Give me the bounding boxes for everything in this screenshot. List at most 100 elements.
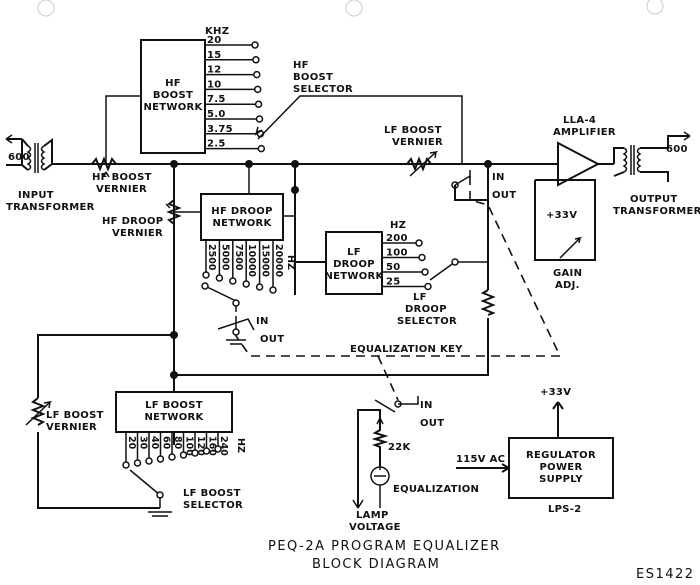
hf-boost-network: HF BOOST NETWORK KHZ 201512107.55.03.752…: [140, 26, 266, 154]
hf-boost-tap-label: 15: [207, 50, 222, 61]
lf-boost-left-vernier: LF BOOST VERNIER: [25, 334, 174, 509]
lf-boost-top-vernier-label-1: LF BOOST: [384, 125, 442, 136]
hf-boost-vernier-label-1: HF BOOST: [92, 172, 152, 183]
hf-droop-unit: HZ: [285, 255, 296, 270]
input-section: 600 INPUT TRANSFORMER: [5, 134, 95, 213]
input-impedance: 600: [8, 152, 30, 163]
lf-boost-tap-terminal[interactable]: [191, 449, 199, 457]
ps-ac-input: 115V AC: [456, 454, 505, 465]
ps-voltage: +33V: [540, 387, 571, 398]
lf-droop-tap-label: 200: [386, 233, 408, 244]
lla4-amplifier: LLA-4 AMPLIFIER +33V GAIN ADJ.: [534, 115, 616, 291]
hf-boost-network-label-2: BOOST: [153, 90, 193, 101]
hf-boost-selector[interactable]: HF BOOST SELECTOR: [254, 60, 463, 164]
ps-model: LPS-2: [548, 504, 582, 515]
hf-droop-tap-label: 2500: [206, 244, 217, 271]
amplifier-gain-1: GAIN: [553, 268, 582, 279]
lf-droop-network-label-2: DROOP: [333, 259, 375, 270]
junction-dots: [170, 160, 492, 379]
hf-boost-tap-terminal[interactable]: [253, 85, 262, 94]
lf-droop-unit: HZ: [390, 220, 406, 231]
amplifier-name-2: AMPLIFIER: [553, 127, 616, 138]
output-label-1: OUTPUT: [630, 194, 678, 205]
lf-boost-vernier-label-2: VERNIER: [46, 422, 97, 433]
lf-droop-tap-terminal[interactable]: [424, 282, 432, 291]
diagram-title: PEQ-2A PROGRAM EQUALIZER: [268, 539, 501, 554]
hf-droop-network-label-2: NETWORK: [212, 218, 272, 229]
hf-boost-tap-terminal[interactable]: [251, 41, 259, 49]
hf-boost-network-label-3: NETWORK: [143, 102, 203, 113]
hf-boost-selector-label-1: HF: [293, 60, 309, 71]
lf-droop-tap-terminal[interactable]: [418, 253, 426, 262]
hf-droop-network-label-1: HF DROOP: [211, 206, 272, 217]
hf-boost-tap-terminal[interactable]: [254, 100, 263, 108]
output-label-2: TRANSFORMER: [613, 206, 700, 217]
lf-boost-tap-terminal[interactable]: [214, 445, 222, 453]
drawing-number: ES1422: [636, 567, 695, 582]
amplifier-gain-2: ADJ.: [555, 280, 580, 291]
lf-boost-unit: HZ: [235, 438, 246, 453]
diagram-subtitle: BLOCK DIAGRAM: [312, 557, 440, 572]
lf-droop-tap-label: 50: [386, 262, 401, 273]
lf-boost-selector-label-1: LF BOOST: [183, 488, 241, 499]
hf-boost-selector-label-2: BOOST: [293, 72, 333, 83]
lf-boost-tap-terminal[interactable]: [156, 455, 165, 463]
eq-switch-in: IN: [420, 400, 433, 411]
hf-boost-tap-terminal[interactable]: [257, 144, 266, 153]
lf-droop-selector-label-2: DROOP: [405, 304, 447, 315]
hf-droop-tap-terminal[interactable]: [255, 283, 264, 291]
lf-boost-network-label-2: NETWORK: [144, 412, 204, 423]
power-supply: +33V REGULATOR POWER SUPPLY 115V AC LPS-…: [456, 387, 614, 515]
binder-holes: [37, 0, 664, 17]
lf-droop-tap-terminal[interactable]: [421, 268, 429, 276]
lf-boost-tap-terminal[interactable]: [168, 453, 176, 461]
hf-droop-tap-label: 15000: [260, 244, 271, 277]
amplifier-supply: +33V: [546, 210, 577, 221]
hf-boost-tap-terminal[interactable]: [255, 115, 264, 123]
equalization-key[interactable]: EQUALIZATION KEY: [235, 176, 562, 401]
lf-boost-tap-terminal[interactable]: [133, 459, 142, 467]
hf-droop-vernier-label-1: HF DROOP: [102, 216, 163, 227]
output-section: 600 OUTPUT TRANSFORMER: [613, 131, 700, 217]
hf-boost-unit: KHZ: [205, 26, 229, 37]
input-label-2: TRANSFORMER: [6, 202, 95, 213]
hf-droop-switch-out: OUT: [260, 334, 284, 345]
hf-boost-tap-terminal[interactable]: [253, 70, 261, 79]
hf-droop-tap-terminal[interactable]: [229, 277, 237, 285]
hf-droop-tap-terminal[interactable]: [215, 274, 224, 282]
lf-droop-selector-label-3: SELECTOR: [397, 316, 457, 327]
hf-boost-tap-label: 2.5: [207, 139, 226, 150]
hf-boost-tap-terminal[interactable]: [252, 56, 260, 64]
eq-lamp-label: EQUALIZATION: [393, 484, 479, 495]
hf-boost-selector-label-3: SELECTOR: [293, 84, 353, 95]
lf-boost-tap-terminal[interactable]: [202, 447, 211, 455]
hf-droop-tap-terminal[interactable]: [242, 280, 250, 288]
lf-boost-tap-terminal[interactable]: [179, 451, 188, 459]
hf-droop-tap-terminal[interactable]: [202, 271, 210, 279]
lf-boost-tap-label: 160: [207, 436, 218, 456]
hf-boost-network-label-1: HF: [165, 78, 181, 89]
lf-droop-network-label-3: NETWORK: [324, 271, 384, 282]
lf-droop-tap-terminal[interactable]: [415, 239, 423, 247]
amplifier-name-1: LLA-4: [563, 115, 596, 126]
lf-boost-tap-label: 30: [138, 436, 149, 450]
output-transformer-symbol: [622, 145, 642, 175]
hf-droop-tap-label: 5000: [219, 244, 230, 271]
lf-boost-tap-terminal[interactable]: [122, 461, 130, 469]
lf-boost-top-vernier-label-2: VERNIER: [392, 137, 443, 148]
lf-boost-vernier-label-1: LF BOOST: [46, 410, 104, 421]
lf-droop-tap-label: 25: [386, 277, 401, 288]
eq-switch-out: OUT: [420, 418, 444, 429]
hf-boost-tap-label: 20: [207, 35, 222, 46]
lf-boost-tap-terminal[interactable]: [145, 457, 153, 465]
input-transformer-symbol: [26, 143, 46, 173]
hf-droop-tap-label: 20000: [273, 244, 284, 277]
lamp-voltage-label-2: VOLTAGE: [349, 522, 401, 533]
lf-boost-tap-label: 120: [195, 436, 206, 456]
hf-droop-switch-in: IN: [256, 316, 269, 327]
hf-droop-tap-terminal[interactable]: [269, 286, 277, 294]
